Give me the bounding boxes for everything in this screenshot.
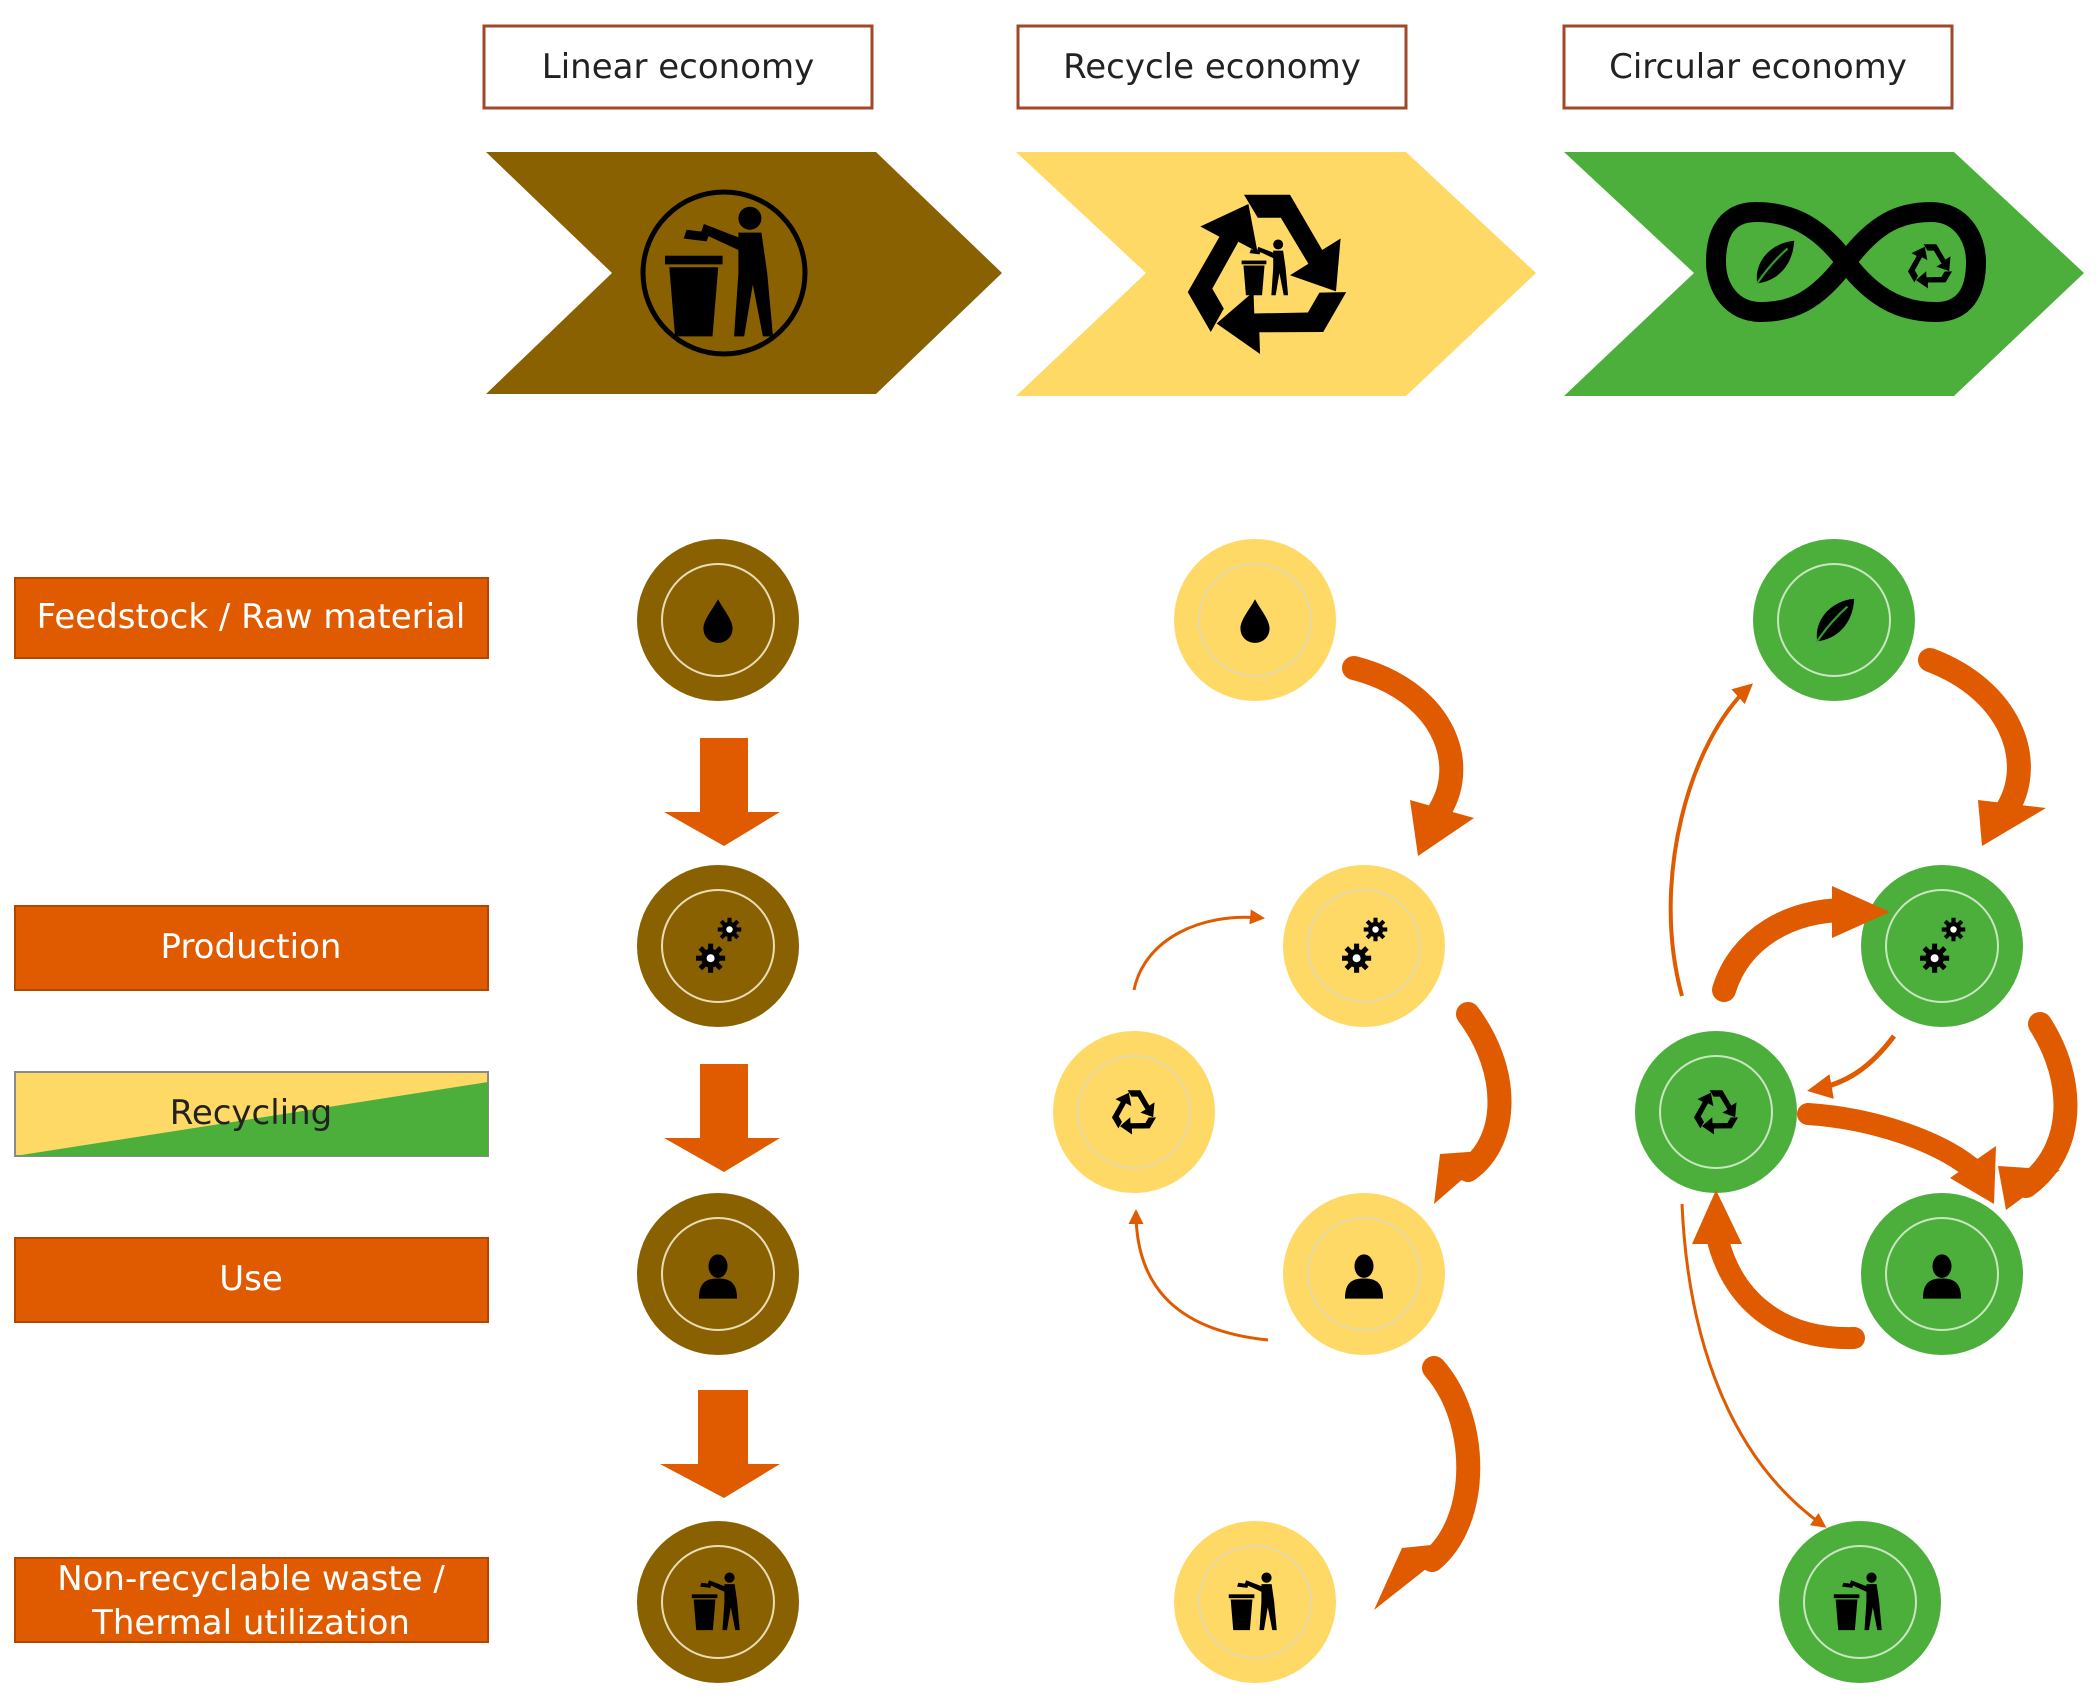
recycle-arrow-use-to-waste (1420, 1356, 1481, 1572)
linear-node-use (637, 1193, 799, 1355)
recycle-node-production (1283, 865, 1445, 1027)
label-waste: Non-recyclable waste / Thermal utilizati… (14, 1557, 489, 1643)
circular-arrow-recycling-to-waste (1680, 1203, 1827, 1528)
banner-linear (486, 152, 1002, 394)
linear-node-production (637, 865, 799, 1027)
recycle-arrow-use-to-recycling (1128, 1209, 1269, 1342)
circular-arrow-recycling-to-use (1797, 1103, 1987, 1183)
linear-column (637, 539, 799, 1683)
label-use: Use (14, 1237, 489, 1323)
label-recycling: Recycling (14, 1071, 489, 1157)
label-use-text: Use (219, 1259, 283, 1299)
banner-circular (1564, 152, 2084, 396)
label-feedstock-text: Feedstock / Raw material (37, 597, 466, 637)
linear-node-waste (637, 1521, 799, 1683)
recycle-arrow-recycling-to-prod (1132, 909, 1265, 991)
label-production: Production (14, 905, 489, 991)
header-recycle: Recycle economy (1016, 24, 1408, 110)
circular-arrow-prod-to-recycling (1807, 1034, 1896, 1099)
linear-arrow-3 (660, 1390, 780, 1498)
linear-arrow-1 (664, 738, 780, 846)
header-circular-label: Circular economy (1609, 47, 1907, 87)
label-waste-text-line2: Thermal utilization (91, 1603, 410, 1643)
header-circular: Circular economy (1562, 24, 1954, 110)
recycle-arrow-feed-to-prod (1342, 656, 1464, 822)
circular-node-production (1861, 865, 2023, 1027)
circular-column (1635, 539, 2078, 1683)
header-linear-label: Linear economy (542, 47, 814, 87)
recycle-column (1053, 539, 1512, 1683)
litter-bin-person-icon-ring (640, 189, 808, 357)
label-production-text: Production (161, 927, 342, 967)
circular-arrow-recycling-to-prod (1712, 898, 1858, 1002)
linear-arrow-2 (664, 1064, 780, 1172)
recycle-arrow-prod-to-use (1456, 1002, 1512, 1182)
label-recycling-text: Recycling (170, 1093, 333, 1133)
circular-arrow-feed-to-prod (1918, 648, 2031, 820)
circular-arrow-use-to-recycling (1705, 1221, 1865, 1350)
label-feedstock: Feedstock / Raw material (14, 577, 489, 659)
circular-arrow-recycling-to-feedstock (1668, 683, 1753, 997)
linear-node-feedstock (637, 539, 799, 701)
header-recycle-label: Recycle economy (1063, 47, 1361, 87)
circular-node-recycling (1635, 1031, 1797, 1193)
header-linear: Linear economy (482, 24, 874, 110)
circular-node-feedstock (1753, 539, 1915, 701)
recycle-node-use (1283, 1193, 1445, 1355)
recycle-node-recycling (1053, 1031, 1215, 1193)
label-waste-text-line1: Non-recyclable waste / (57, 1559, 445, 1599)
banner-recycle (1016, 152, 1536, 396)
recycle-node-feedstock (1174, 539, 1336, 701)
circular-node-use (1861, 1193, 2023, 1355)
circular-node-waste (1779, 1521, 1941, 1683)
recycle-node-waste (1174, 1521, 1336, 1683)
circular-arrow-prod-to-use (2014, 1012, 2078, 1198)
